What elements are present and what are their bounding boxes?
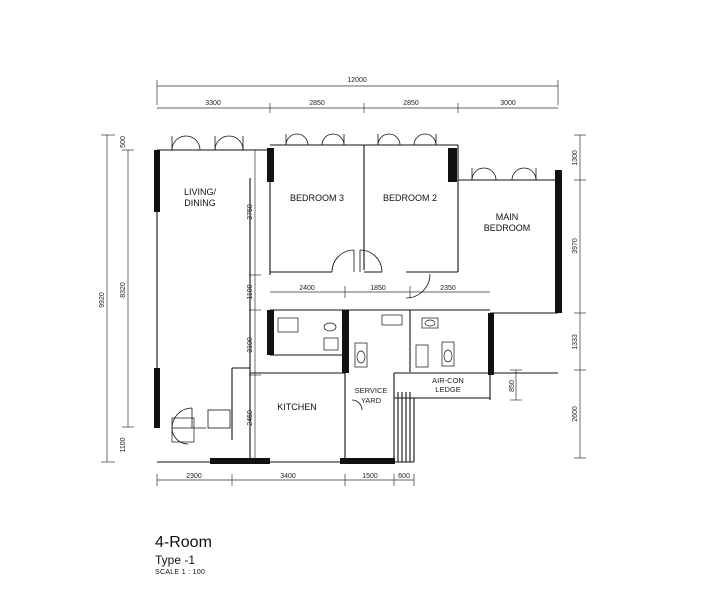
dim-top-seg-3: 2850 [403, 100, 419, 107]
dim-right-3970: 3970 [572, 238, 579, 254]
dim-bottom-seg-3: 1500 [362, 473, 378, 480]
label-main-bedroom-2: BEDROOM [484, 223, 531, 233]
doors [171, 249, 431, 445]
plan-type: Type -1 [155, 553, 196, 567]
dim-left-top: 500 [120, 136, 127, 148]
plan-title: 4-Room [155, 534, 212, 551]
dim-right-1333: 1333 [572, 334, 579, 350]
structural-walls [154, 148, 562, 464]
windows [171, 133, 537, 181]
label-aircon-1: AIR-CON [432, 376, 464, 385]
dim-inner-3100: 3100 [247, 337, 254, 353]
room-labels: LIVING/ DINING BEDROOM 3 BEDROOM 2 MAIN … [184, 187, 530, 412]
walls [156, 144, 559, 463]
dim-top-seg-4: 3000 [500, 100, 516, 107]
dim-bottom-seg-4: 600 [398, 473, 410, 480]
dim-inner-2450: 2450 [247, 410, 254, 426]
dim-top-seg-2: 2850 [309, 100, 325, 107]
dimension-labels: 12000 3300 2850 2850 3000 2300 3400 1500… [99, 77, 579, 480]
plan-scale: SCALE 1 : 100 [155, 569, 206, 576]
dim-left-inner: 8320 [120, 282, 127, 298]
dim-bottom-seg-1: 2300 [186, 473, 202, 480]
label-bedroom-2: BEDROOM 2 [383, 193, 437, 203]
dim-right-1300: 1300 [572, 150, 579, 166]
dimension-lines [101, 80, 586, 486]
label-bedroom-3: BEDROOM 3 [290, 193, 344, 203]
dim-left-outer: 9920 [99, 292, 106, 308]
title-block: 4-Room Type -1 SCALE 1 : 100 [155, 534, 212, 578]
dim-bottom-seg-2: 3400 [280, 473, 296, 480]
dim-mid-2400: 2400 [299, 285, 315, 292]
dim-inner-1100: 1100 [247, 284, 254, 299]
label-aircon-2: LEDGE [435, 385, 460, 394]
dim-top-seg-1: 3300 [205, 100, 221, 107]
dim-left-bottom: 1100 [120, 437, 127, 452]
dim-right-850: 850 [509, 380, 516, 392]
label-service-1: SERVICE [355, 386, 388, 395]
label-main-bedroom-1: MAIN [496, 212, 519, 222]
dim-top-total: 12000 [347, 77, 367, 84]
label-living-1: LIVING/ [184, 187, 217, 197]
dim-inner-3750: 3750 [247, 204, 254, 220]
label-kitchen: KITCHEN [277, 402, 317, 412]
bathroom-fixtures [171, 314, 455, 443]
dim-mid-1850: 1850 [370, 285, 386, 292]
label-service-2: YARD [361, 396, 382, 405]
dim-right-2600: 2600 [572, 406, 579, 422]
label-living-2: DINING [184, 198, 216, 208]
dim-mid-2350: 2350 [440, 285, 456, 292]
